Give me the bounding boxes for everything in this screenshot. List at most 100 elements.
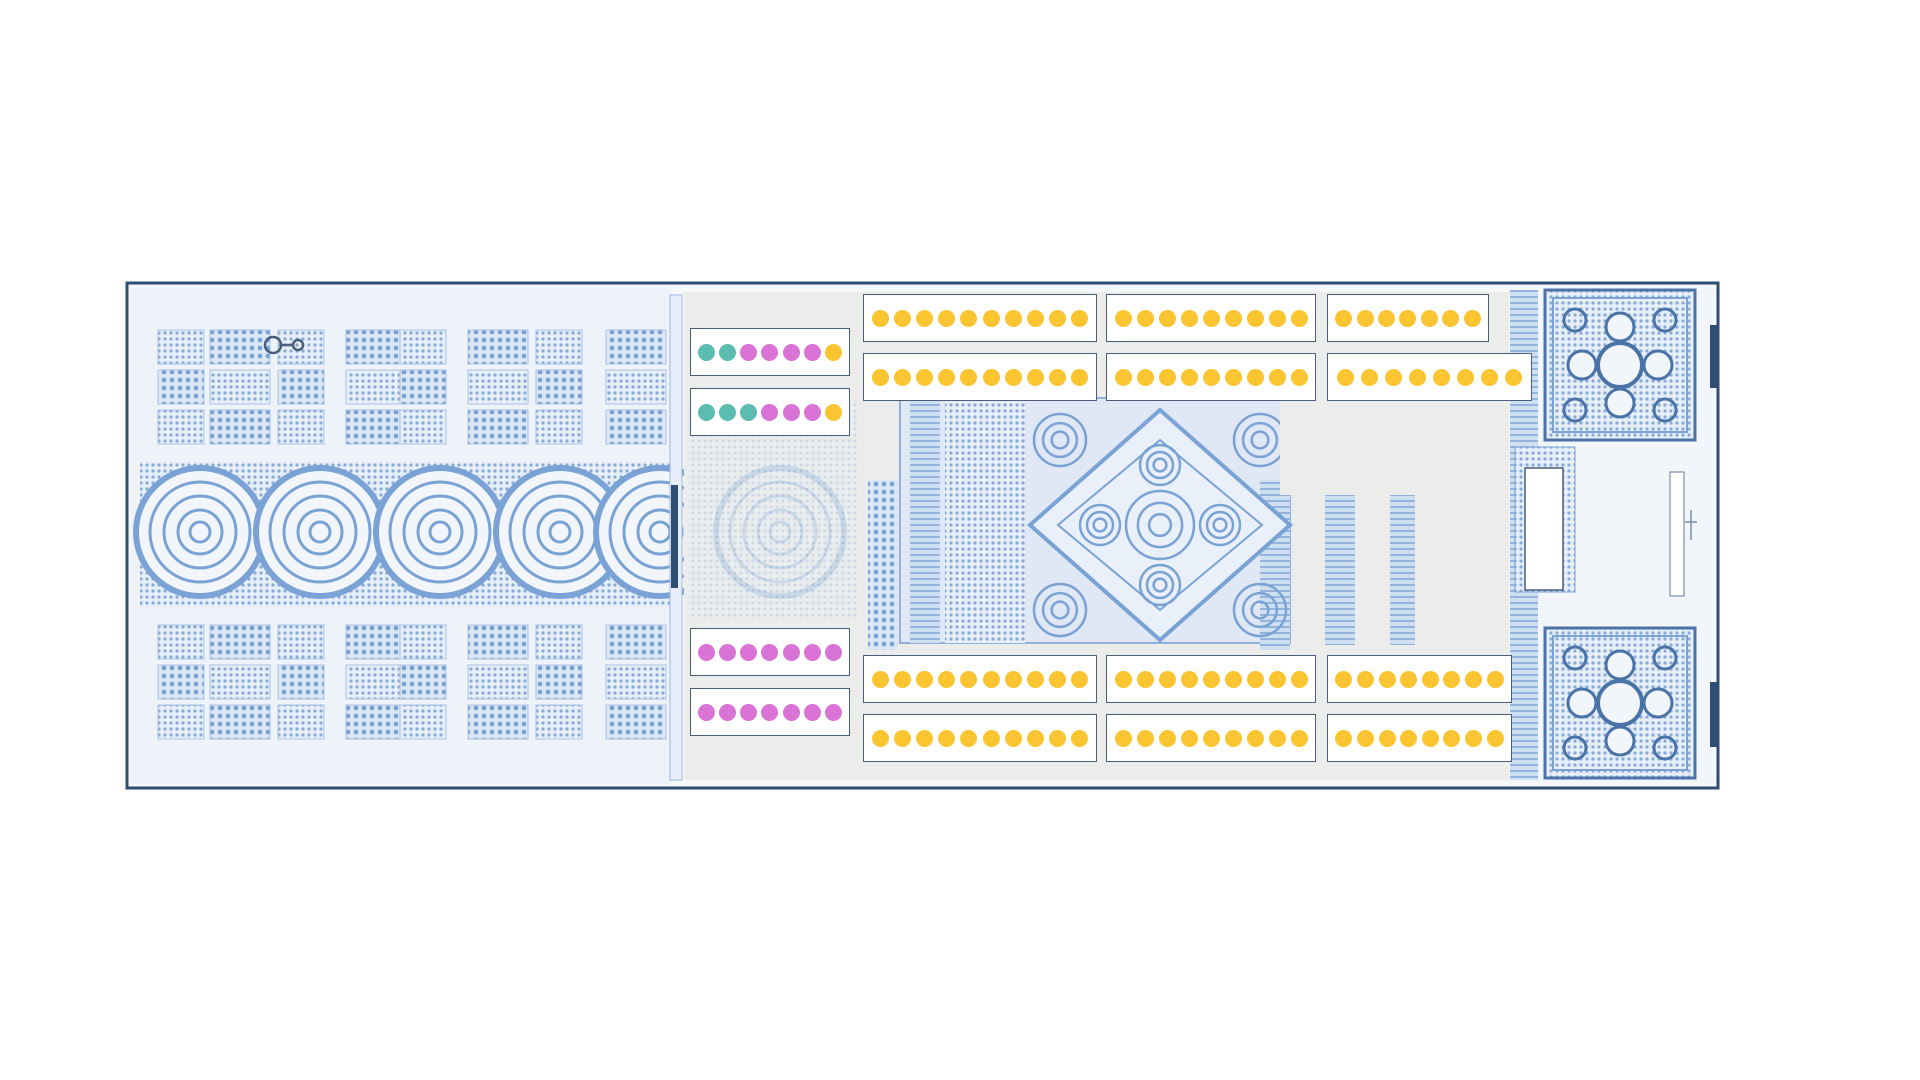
seat-green[interactable] [698,403,716,421]
seat-yellow[interactable] [1026,368,1044,386]
seat-yellow[interactable] [871,670,889,688]
seat-green[interactable] [740,403,758,421]
seat-yellow[interactable] [1408,368,1426,386]
seat-pink[interactable] [824,703,842,721]
seat-yellow[interactable] [1421,670,1439,688]
seat-yellow[interactable] [1486,670,1504,688]
seat-yellow[interactable] [1268,729,1286,747]
seat-yellow[interactable] [1026,729,1044,747]
seat-yellow[interactable] [1246,368,1264,386]
seat-yellow[interactable] [915,368,933,386]
seat-yellow[interactable] [1202,729,1220,747]
seat-yellow[interactable] [1071,368,1089,386]
seat-pink[interactable] [782,403,800,421]
seat-yellow[interactable] [1443,670,1461,688]
seat-yellow[interactable] [1290,729,1308,747]
seat-green[interactable] [719,343,737,361]
seat-yellow[interactable] [1202,309,1220,327]
seat-yellow[interactable] [1246,309,1264,327]
seat-yellow[interactable] [1049,368,1067,386]
seat-yellow[interactable] [1004,729,1022,747]
seat-yellow[interactable] [1335,309,1353,327]
seat-yellow[interactable] [893,309,911,327]
seat-yellow[interactable] [1384,368,1402,386]
seat-yellow[interactable] [1180,309,1198,327]
seat-yellow[interactable] [938,729,956,747]
seat-yellow[interactable] [1290,670,1308,688]
seat-yellow[interactable] [1290,309,1308,327]
seat-yellow[interactable] [1114,368,1132,386]
seat-yellow[interactable] [1049,729,1067,747]
seat-yellow[interactable] [1360,368,1378,386]
seat-yellow[interactable] [1114,729,1132,747]
seat-yellow[interactable] [1158,368,1176,386]
seat-yellow[interactable] [1202,670,1220,688]
seat-yellow[interactable] [1465,670,1483,688]
seat-pink[interactable] [761,403,779,421]
seat-yellow[interactable] [893,670,911,688]
seat-yellow[interactable] [1202,368,1220,386]
seat-yellow[interactable] [871,729,889,747]
seat-yellow[interactable] [1136,670,1154,688]
seat-yellow[interactable] [1026,670,1044,688]
seat-yellow[interactable] [1378,309,1396,327]
seat-yellow[interactable] [1400,670,1418,688]
seat-yellow[interactable] [1457,368,1475,386]
seat-yellow[interactable] [1004,670,1022,688]
seat-yellow[interactable] [871,368,889,386]
seat-pink[interactable] [803,703,821,721]
seat-yellow[interactable] [1505,368,1523,386]
seat-yellow[interactable] [1180,670,1198,688]
seat-yellow[interactable] [871,309,889,327]
seat-yellow[interactable] [1026,309,1044,327]
seat-pink[interactable] [698,703,716,721]
seat-yellow[interactable] [982,368,1000,386]
seat-yellow[interactable] [1486,729,1504,747]
seat-yellow[interactable] [1356,729,1374,747]
seat-yellow[interactable] [1180,729,1198,747]
seat-pink[interactable] [803,403,821,421]
seat-yellow[interactable] [1246,670,1264,688]
seat-pink[interactable] [803,643,821,661]
seat-yellow[interactable] [960,309,978,327]
seat-yellow[interactable] [1071,309,1089,327]
seat-green[interactable] [698,343,716,361]
seat-yellow[interactable] [1442,309,1460,327]
seat-yellow[interactable] [960,670,978,688]
seat-yellow[interactable] [1246,729,1264,747]
seat-pink[interactable] [824,643,842,661]
seat-yellow[interactable] [1336,368,1354,386]
seat-yellow[interactable] [1420,309,1438,327]
seat-pink[interactable] [719,643,737,661]
seat-yellow[interactable] [1463,309,1481,327]
seat-yellow[interactable] [1049,309,1067,327]
seat-yellow[interactable] [1224,368,1242,386]
seat-pink[interactable] [761,343,779,361]
seat-yellow[interactable] [915,309,933,327]
seat-yellow[interactable] [1421,729,1439,747]
seat-green[interactable] [719,403,737,421]
seat-pink[interactable] [740,643,758,661]
seat-yellow[interactable] [1136,309,1154,327]
seat-yellow[interactable] [824,343,842,361]
seat-yellow[interactable] [1465,729,1483,747]
seat-yellow[interactable] [1268,670,1286,688]
seat-pink[interactable] [698,643,716,661]
door-right-top[interactable] [1710,325,1717,388]
seat-yellow[interactable] [1071,670,1089,688]
seat-yellow[interactable] [938,670,956,688]
seat-yellow[interactable] [1158,729,1176,747]
seat-pink[interactable] [740,703,758,721]
door-left-middle[interactable] [671,485,678,588]
seat-yellow[interactable] [1049,670,1067,688]
seat-yellow[interactable] [938,368,956,386]
seat-pink[interactable] [761,703,779,721]
seat-yellow[interactable] [1400,729,1418,747]
seat-yellow[interactable] [982,729,1000,747]
seat-pink[interactable] [719,703,737,721]
seat-yellow[interactable] [1224,670,1242,688]
seat-yellow[interactable] [1335,729,1353,747]
seat-yellow[interactable] [1136,729,1154,747]
seat-yellow[interactable] [893,729,911,747]
seat-pink[interactable] [740,343,758,361]
